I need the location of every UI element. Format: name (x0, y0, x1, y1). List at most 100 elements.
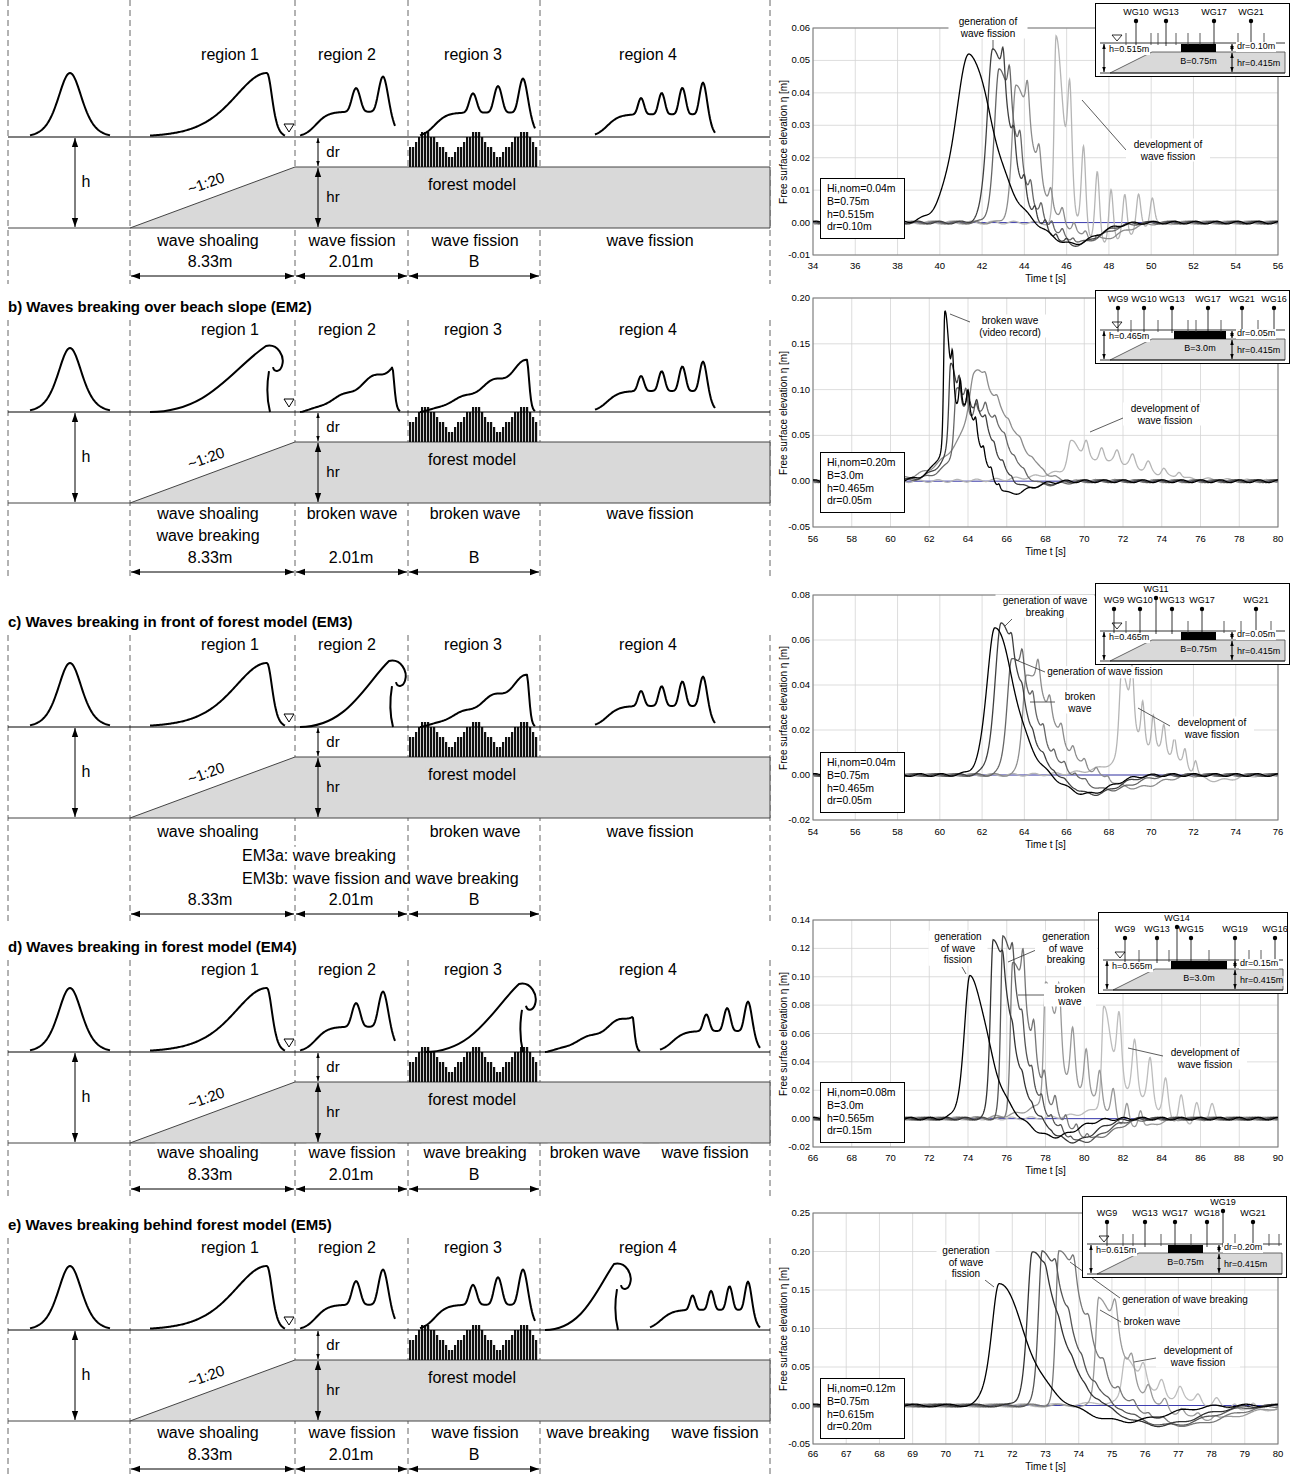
gauge-marker (1188, 33, 1189, 45)
dimension-label: hr=0.415m (1236, 647, 1281, 657)
tree-element (457, 422, 459, 442)
leader-line (985, 1280, 994, 1287)
tree-element (412, 422, 414, 442)
gauge-label: WG17 (1161, 1209, 1189, 1219)
axis-title: Time t [s] (1025, 839, 1066, 851)
panel-title: c) Waves breaking in front of forest mod… (8, 613, 353, 630)
dimension-label: 2.01m (327, 253, 375, 271)
inset-forest (1171, 961, 1227, 969)
dimension-arrow (1104, 632, 1105, 660)
region-label: region 1 (199, 961, 261, 979)
dimension-label: h (82, 448, 91, 466)
forest-label: forest model (426, 766, 518, 784)
region-label: region 2 (316, 1239, 378, 1257)
dimension-arrow (318, 1331, 319, 1359)
tick-label: 66 (808, 1449, 819, 1460)
schematic-panel (8, 960, 770, 1197)
dimension-arrow (318, 168, 319, 227)
tick-label: 71 (974, 1449, 985, 1460)
tree-element (457, 737, 459, 757)
gauge-head (1105, 1220, 1109, 1224)
tree-element (418, 727, 420, 757)
tick-label: 58 (846, 534, 857, 545)
leader-line (1138, 708, 1170, 726)
slope-label: ~1:20 (185, 758, 227, 787)
axis-title: Time t [s] (1025, 546, 1066, 558)
tick-label: 0.14 (792, 915, 811, 926)
tree-element (496, 1350, 498, 1360)
leader-line (1008, 950, 1036, 962)
tree-element (469, 412, 471, 442)
tick-label: 74 (1073, 1449, 1084, 1460)
gauge-marker (1200, 33, 1201, 45)
dimension-arrow (1219, 1245, 1220, 1252)
parameter-text: dr=0.20m (827, 1420, 898, 1433)
tree-element (451, 1350, 453, 1360)
dimension-label: dr=0.10m (1236, 42, 1276, 52)
region-label: region 2 (316, 961, 378, 979)
tick-label: 82 (1118, 1153, 1129, 1164)
tree-element (463, 417, 465, 442)
gauge-label: WG15 (1177, 925, 1205, 935)
tick-label: 68 (846, 1153, 857, 1164)
tree-element (514, 1052, 516, 1082)
tree-element (535, 1062, 537, 1082)
dimension-label: B=3.0m (1182, 974, 1215, 984)
tick-label: 0.12 (792, 943, 811, 954)
wave-profile (30, 73, 110, 135)
dimension-label: dr=0.05m (1236, 329, 1276, 339)
process-label: wave fission (306, 1144, 397, 1162)
grid-line (813, 125, 1278, 126)
tree-element (442, 737, 444, 757)
tree-element (439, 422, 441, 442)
parameter-text: Hi,nom=0.08m (827, 1086, 898, 1099)
tree-element (481, 727, 483, 757)
gauge-marker (1126, 621, 1127, 633)
tree-element (499, 432, 501, 442)
wave-profile (420, 360, 535, 412)
axis-title: Time t [s] (1025, 1461, 1066, 1473)
tick-label: 0.10 (792, 971, 811, 982)
still-water-line (8, 1329, 770, 1330)
dimension-arrow (75, 1331, 76, 1420)
tick-label: 78 (1234, 534, 1245, 545)
annotation: broken wave (1044, 984, 1096, 1007)
tree-element (415, 417, 417, 442)
grid-line (813, 1290, 1278, 1291)
water-level-symbol (284, 1317, 294, 1325)
process-label: wave breaking (154, 527, 261, 545)
annotation: broken wave (1056, 691, 1105, 714)
process-label: wave breaking (421, 1144, 528, 1162)
process-label: wave fission (306, 1424, 397, 1442)
dimension-label: B=3.0m (1183, 344, 1216, 354)
parameter-text: B=3.0m (827, 469, 898, 482)
axis-title: Time t [s] (1025, 1165, 1066, 1177)
tree-element (487, 1062, 489, 1082)
gauge-label: WG17 (1194, 295, 1222, 305)
forest-label: forest model (426, 1091, 518, 1109)
gauge-head (1251, 1220, 1255, 1224)
region-divider (130, 635, 131, 922)
tree-element (430, 412, 432, 442)
process-label: wave fission (429, 232, 520, 250)
gauge-head (1138, 607, 1142, 611)
tree-element (466, 137, 468, 167)
annotation: development of wave fission (1126, 139, 1210, 162)
gauge-layout-inset: WG9WG10WG13WG17WG21WG16h=0.465mB=3.0mdr=… (1095, 290, 1290, 364)
tree-element (463, 1057, 465, 1082)
dimension-arrow (409, 276, 539, 277)
water-level-symbol (1099, 1236, 1109, 1242)
dimension-label: B=0.75m (1179, 645, 1217, 655)
region-divider (8, 960, 9, 1197)
gauge-label: WG18 (1193, 1209, 1221, 1219)
tick-label: 88 (1234, 1153, 1245, 1164)
dimension-arrow (318, 1053, 319, 1081)
gauge-label: WG11 (1143, 585, 1170, 595)
axis-title: Time t [s] (1025, 273, 1066, 285)
dimension-arrow (296, 914, 407, 915)
dimension-label: 2.01m (327, 1166, 375, 1184)
tree-element (493, 152, 495, 167)
tick-label: 0.00 (792, 770, 811, 781)
tick-label: 86 (1195, 1153, 1206, 1164)
gauge-head (1233, 936, 1237, 940)
